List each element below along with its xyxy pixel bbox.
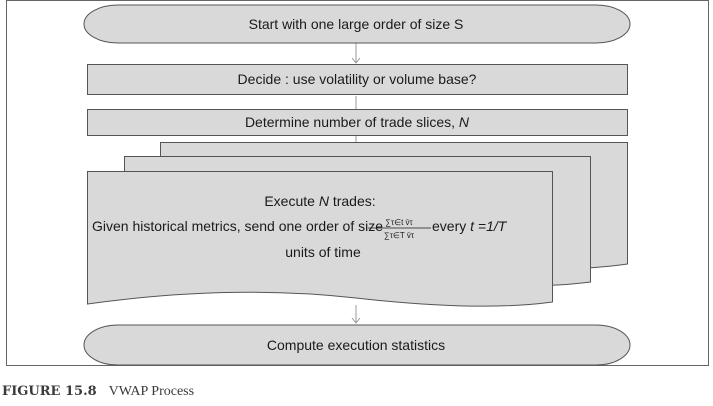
start-label: Start with one large order of size S	[249, 16, 464, 32]
figure-title: VWAP Process	[109, 384, 194, 399]
execute-document-front	[87, 171, 553, 307]
execute-n-variable: N	[319, 193, 330, 209]
decide-label: Decide : use volatility or volume base?	[238, 71, 477, 87]
determine-process	[87, 109, 628, 136]
execute-line-2-left: Given historical metrics, send one order…	[92, 218, 383, 234]
interval-formula: t =1/T	[470, 218, 508, 234]
end-label: Compute execution statistics	[267, 337, 445, 353]
determine-variable: N	[459, 114, 470, 130]
decide-process	[87, 64, 628, 95]
figure-label: FIGURE 15.8	[2, 384, 97, 399]
determine-label: Determine number of trade slices, N	[245, 114, 470, 130]
fraction-numerator: ∑τ∈t v̄τ	[385, 218, 413, 227]
execute-line-1: Execute N trades:	[264, 193, 375, 209]
execute-line-3: units of time	[285, 244, 361, 260]
start-terminator	[83, 4, 631, 44]
fraction-denominator: ∑τ∈T v̄τ	[384, 231, 415, 240]
figure-caption: FIGURE 15.8 VWAP Process	[2, 384, 194, 399]
end-terminator	[83, 324, 631, 366]
execute-line-2-right: every t =1/T	[432, 218, 508, 234]
